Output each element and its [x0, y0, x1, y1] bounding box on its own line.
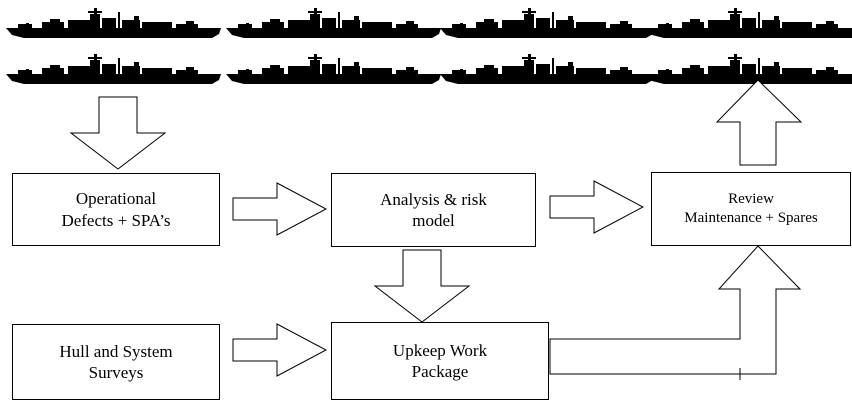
arrow-review-to-ships	[715, 79, 803, 166]
ship-silhouette-2	[226, 8, 441, 38]
hull-line2: Surveys	[88, 363, 144, 382]
upkeep-work-package-box: Upkeep Work Package	[331, 322, 549, 400]
ship-silhouette-5	[6, 54, 221, 84]
ship-silhouette-4	[646, 8, 852, 38]
upkeep-line1: Upkeep Work	[392, 340, 488, 360]
operational-defects-box: Operational Defects + SPA’s	[12, 173, 220, 246]
ship-silhouette-6	[226, 54, 441, 84]
ship-silhouette-3	[440, 8, 655, 38]
ship-silhouette-7	[440, 54, 655, 84]
ship-silhouette-1	[6, 8, 221, 38]
ship-silhouette-8	[646, 54, 852, 84]
review-line1: Review	[728, 191, 774, 208]
review-box: Review Maintenance + Spares	[651, 172, 851, 246]
arrow-hull-to-upkeep	[232, 323, 327, 377]
arrow-analysis-to-upkeep	[374, 249, 470, 323]
arrow-ships-to-operational	[70, 96, 166, 170]
analysis-risk-model-box: Analysis & risk model	[331, 173, 536, 247]
upkeep-line2: Package	[411, 362, 469, 381]
arrow-operational-to-analysis	[232, 182, 327, 236]
arrow-analysis-to-review	[549, 180, 644, 234]
hull-line1: Hull and System	[59, 341, 173, 361]
operational-line1: Operational	[75, 189, 157, 209]
arrow-upkeep-to-review	[549, 245, 802, 375]
operational-line2: Defects + SPA’s	[61, 210, 171, 230]
analysis-line2: model	[412, 211, 455, 230]
review-line2: Maintenance + Spares	[684, 210, 818, 226]
hull-surveys-box: Hull and System Surveys	[12, 324, 220, 400]
analysis-line1: Analysis & risk	[380, 189, 487, 209]
